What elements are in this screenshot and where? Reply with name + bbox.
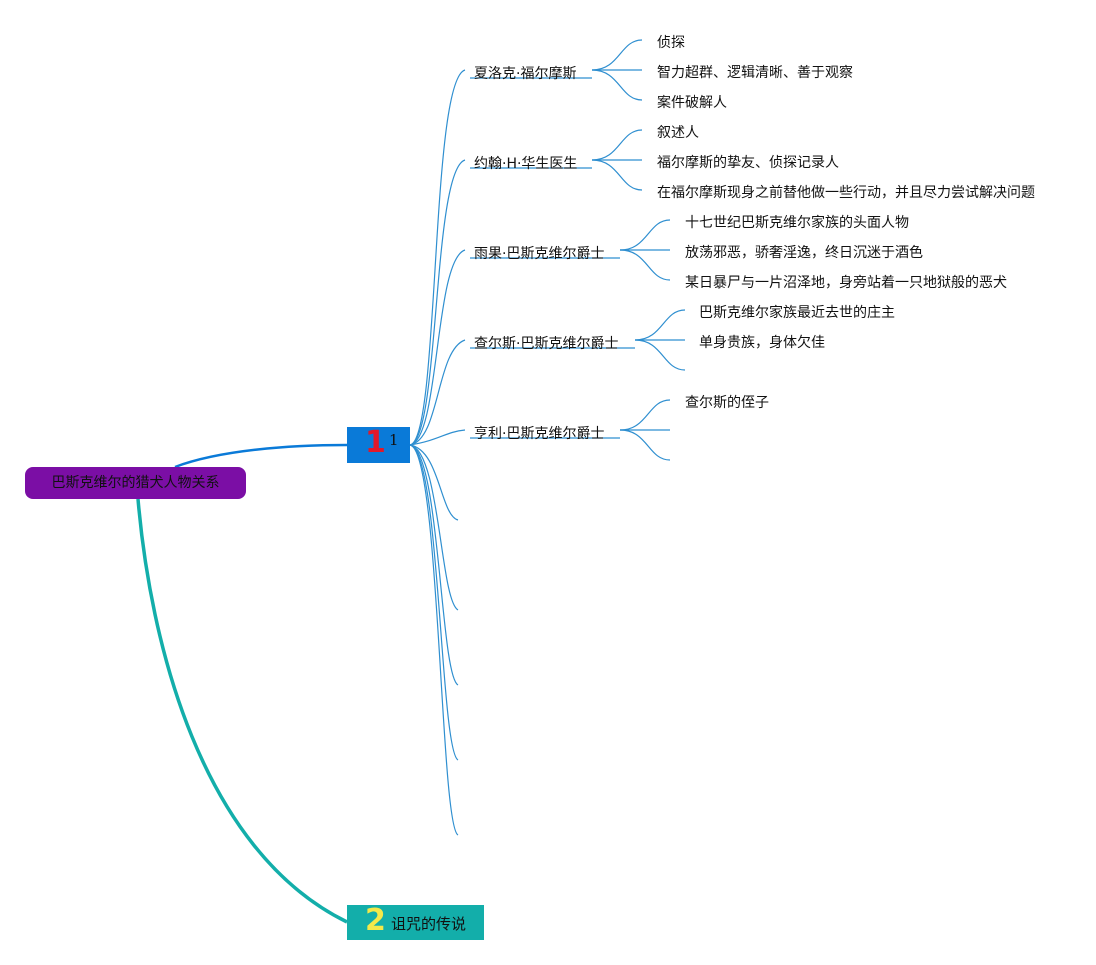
trait-node[interactable]: 单身贵族，身体欠佳 xyxy=(699,335,825,351)
character-node[interactable]: 约翰·H·华生医生 xyxy=(474,156,578,172)
trait-node[interactable]: 某日暴尸与一片沼泽地，身旁站着一只地狱般的恶犬 xyxy=(685,275,1007,291)
trait-node[interactable]: 查尔斯的侄子 xyxy=(685,395,769,411)
edge-branch1-char2 xyxy=(409,249,466,446)
trait-node[interactable]: 侦探 xyxy=(657,35,685,51)
edge-branch1-empty2 xyxy=(409,444,459,611)
trait-node[interactable]: 在福尔摩斯现身之前替他做一些行动，并且尽力尝试解决问题 xyxy=(657,185,1035,201)
edge-branch1-char0 xyxy=(409,69,466,446)
branch-topic-2[interactable]: 2 诅咒的传说 xyxy=(347,903,484,940)
trait-node[interactable]: 智力超群、逻辑清晰、善于观察 xyxy=(657,65,853,81)
edge-branch1-empty1 xyxy=(409,444,459,521)
edge-root-branch2 xyxy=(136,498,348,924)
branch-topic-label: 1 xyxy=(389,431,399,449)
trait-node[interactable]: 福尔摩斯的挚友、侦探记录人 xyxy=(657,155,839,171)
character-node[interactable]: 雨果·巴斯克维尔爵士 xyxy=(474,246,605,262)
character-node[interactable]: 查尔斯·巴斯克维尔爵士 xyxy=(474,336,619,352)
edge-branch1-char3 xyxy=(409,339,466,446)
trait-node[interactable]: 十七世纪巴斯克维尔家族的头面人物 xyxy=(685,215,909,231)
root-topic[interactable]: 巴斯克维尔的猎犬人物关系 xyxy=(25,467,246,499)
edge-branch1-empty3 xyxy=(409,444,459,686)
branch-number-badge: 2 xyxy=(365,903,386,938)
edge-branch1-char1 xyxy=(409,159,466,446)
branch-topic-1[interactable]: 1 1 xyxy=(347,425,410,463)
trait-node[interactable]: 放荡邪恶，骄奢淫逸，终日沉迷于酒色 xyxy=(685,245,923,261)
trait-node[interactable]: 叙述人 xyxy=(657,125,699,141)
edge-branch1-empty5 xyxy=(409,444,459,836)
trait-node[interactable]: 巴斯克维尔家族最近去世的庄主 xyxy=(699,305,895,321)
edge-branch1-empty4 xyxy=(409,444,459,761)
branch-topic-label: 诅咒的传说 xyxy=(391,915,467,933)
trait-node[interactable]: 案件破解人 xyxy=(657,95,727,111)
edge-root-branch1 xyxy=(174,443,348,469)
character-node[interactable]: 亨利·巴斯克维尔爵士 xyxy=(474,426,605,442)
character-node[interactable]: 夏洛克·福尔摩斯 xyxy=(474,66,577,82)
edge-branch1-char4 xyxy=(409,429,466,446)
branch-number-badge: 1 xyxy=(365,425,386,460)
